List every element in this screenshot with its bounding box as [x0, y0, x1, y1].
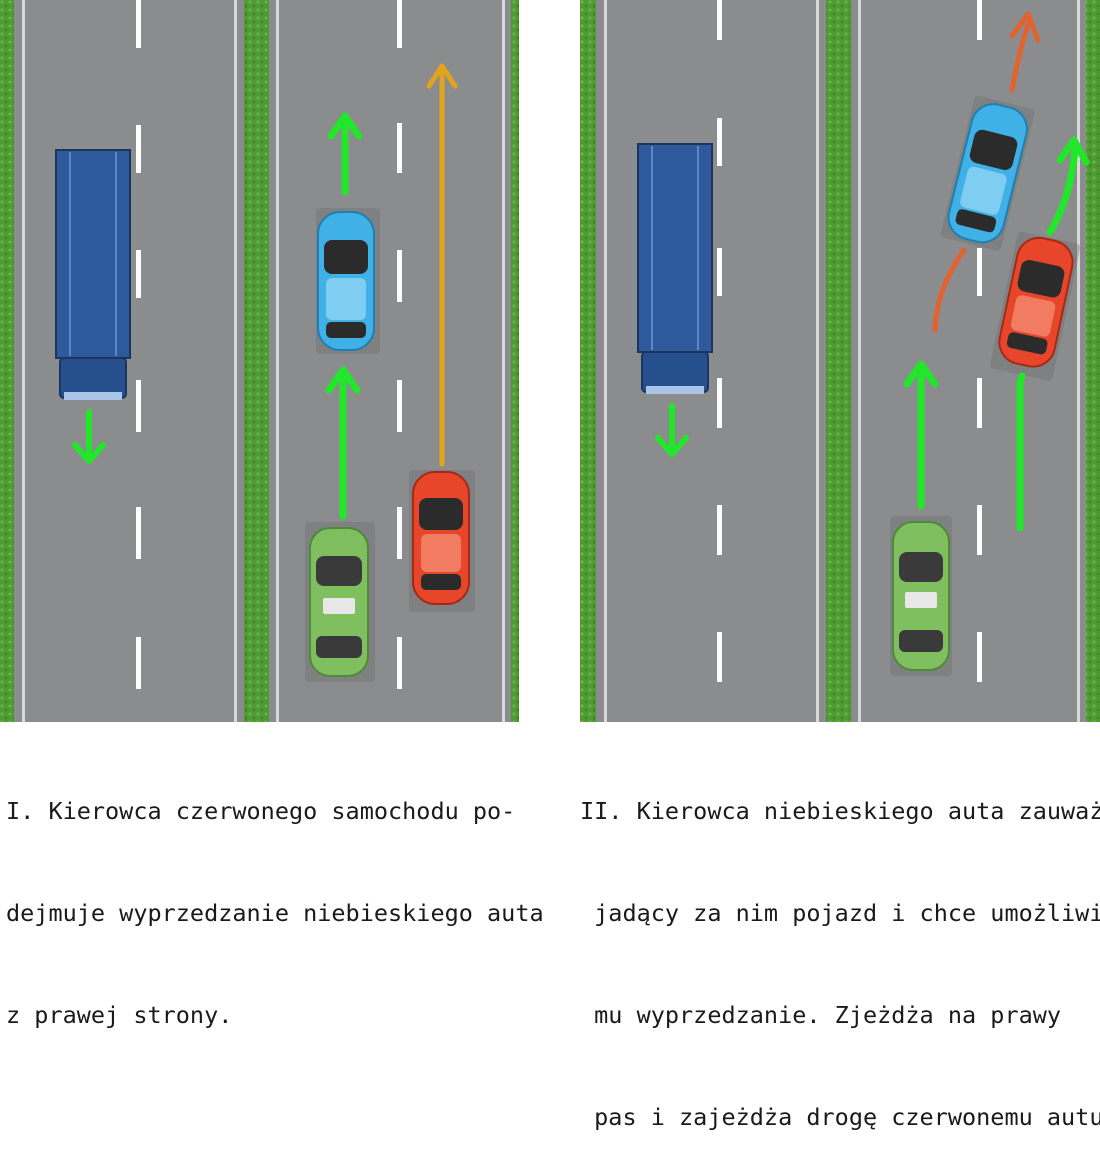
car-blue: [316, 208, 380, 354]
car-red: [409, 470, 475, 612]
caption-line: pas i zajeżdża drogę czerwonemu autu: [580, 1103, 1100, 1131]
arrow-up-icon: [426, 63, 458, 467]
road-left: [14, 0, 244, 722]
diagram-panel-2: [580, 0, 1100, 722]
caption-line: II. Kierowca niebieskiego auta zauważa: [580, 797, 1100, 825]
caption-line: dejmuje wyprzedzanie niebieskiego auta: [6, 899, 544, 927]
grass-strip-right: [1086, 0, 1100, 722]
edge-line: [234, 0, 237, 722]
arrow-up-icon: [903, 360, 939, 510]
edge-line: [276, 0, 279, 722]
edge-line: [502, 0, 505, 722]
caption-line: jadący za nim pojazd i chce umożliwić: [580, 899, 1100, 927]
road-scene-1: [0, 0, 519, 722]
arrow-up-icon: [932, 11, 1041, 333]
road-left: [596, 0, 826, 722]
grass-strip-left: [580, 0, 596, 722]
edge-line: [816, 0, 819, 722]
caption-panel-2: II. Kierowca niebieskiego auta zauważa j…: [580, 726, 1100, 1168]
lane-dashes-left: [136, 0, 141, 689]
caption-panel-1: I. Kierowca czerwonego samochodu po- dej…: [6, 726, 544, 1066]
truck: [637, 143, 713, 394]
caption-line: z prawej strony.: [6, 1001, 233, 1029]
road-scene-2: [580, 0, 1100, 722]
car-red: [990, 231, 1081, 381]
edge-line: [858, 0, 861, 722]
caption-line: I. Kierowca czerwonego samochodu po-: [6, 797, 516, 825]
edge-line: [1077, 0, 1080, 722]
car-green: [305, 522, 375, 682]
grass-median: [826, 0, 851, 722]
grass-strip-left: [0, 0, 14, 722]
grass-strip-right: [511, 0, 519, 722]
car-green: [890, 516, 952, 676]
lane-dashes-right: [397, 0, 402, 689]
truck: [55, 149, 131, 400]
lane-dashes-left: [717, 0, 722, 682]
arrow-down-icon: [655, 403, 689, 457]
diagram-panel-1: [0, 0, 519, 722]
caption-line: mu wyprzedzanie. Zjeżdża na prawy: [580, 1001, 1062, 1029]
arrow-up-icon: [1016, 136, 1090, 532]
grass-median: [244, 0, 269, 722]
edge-line: [22, 0, 25, 722]
edge-line: [604, 0, 607, 722]
car-blue: [940, 95, 1035, 251]
arrow-down-icon: [72, 409, 106, 464]
arrow-up-icon: [325, 366, 361, 520]
arrow-up-icon: [327, 112, 363, 196]
